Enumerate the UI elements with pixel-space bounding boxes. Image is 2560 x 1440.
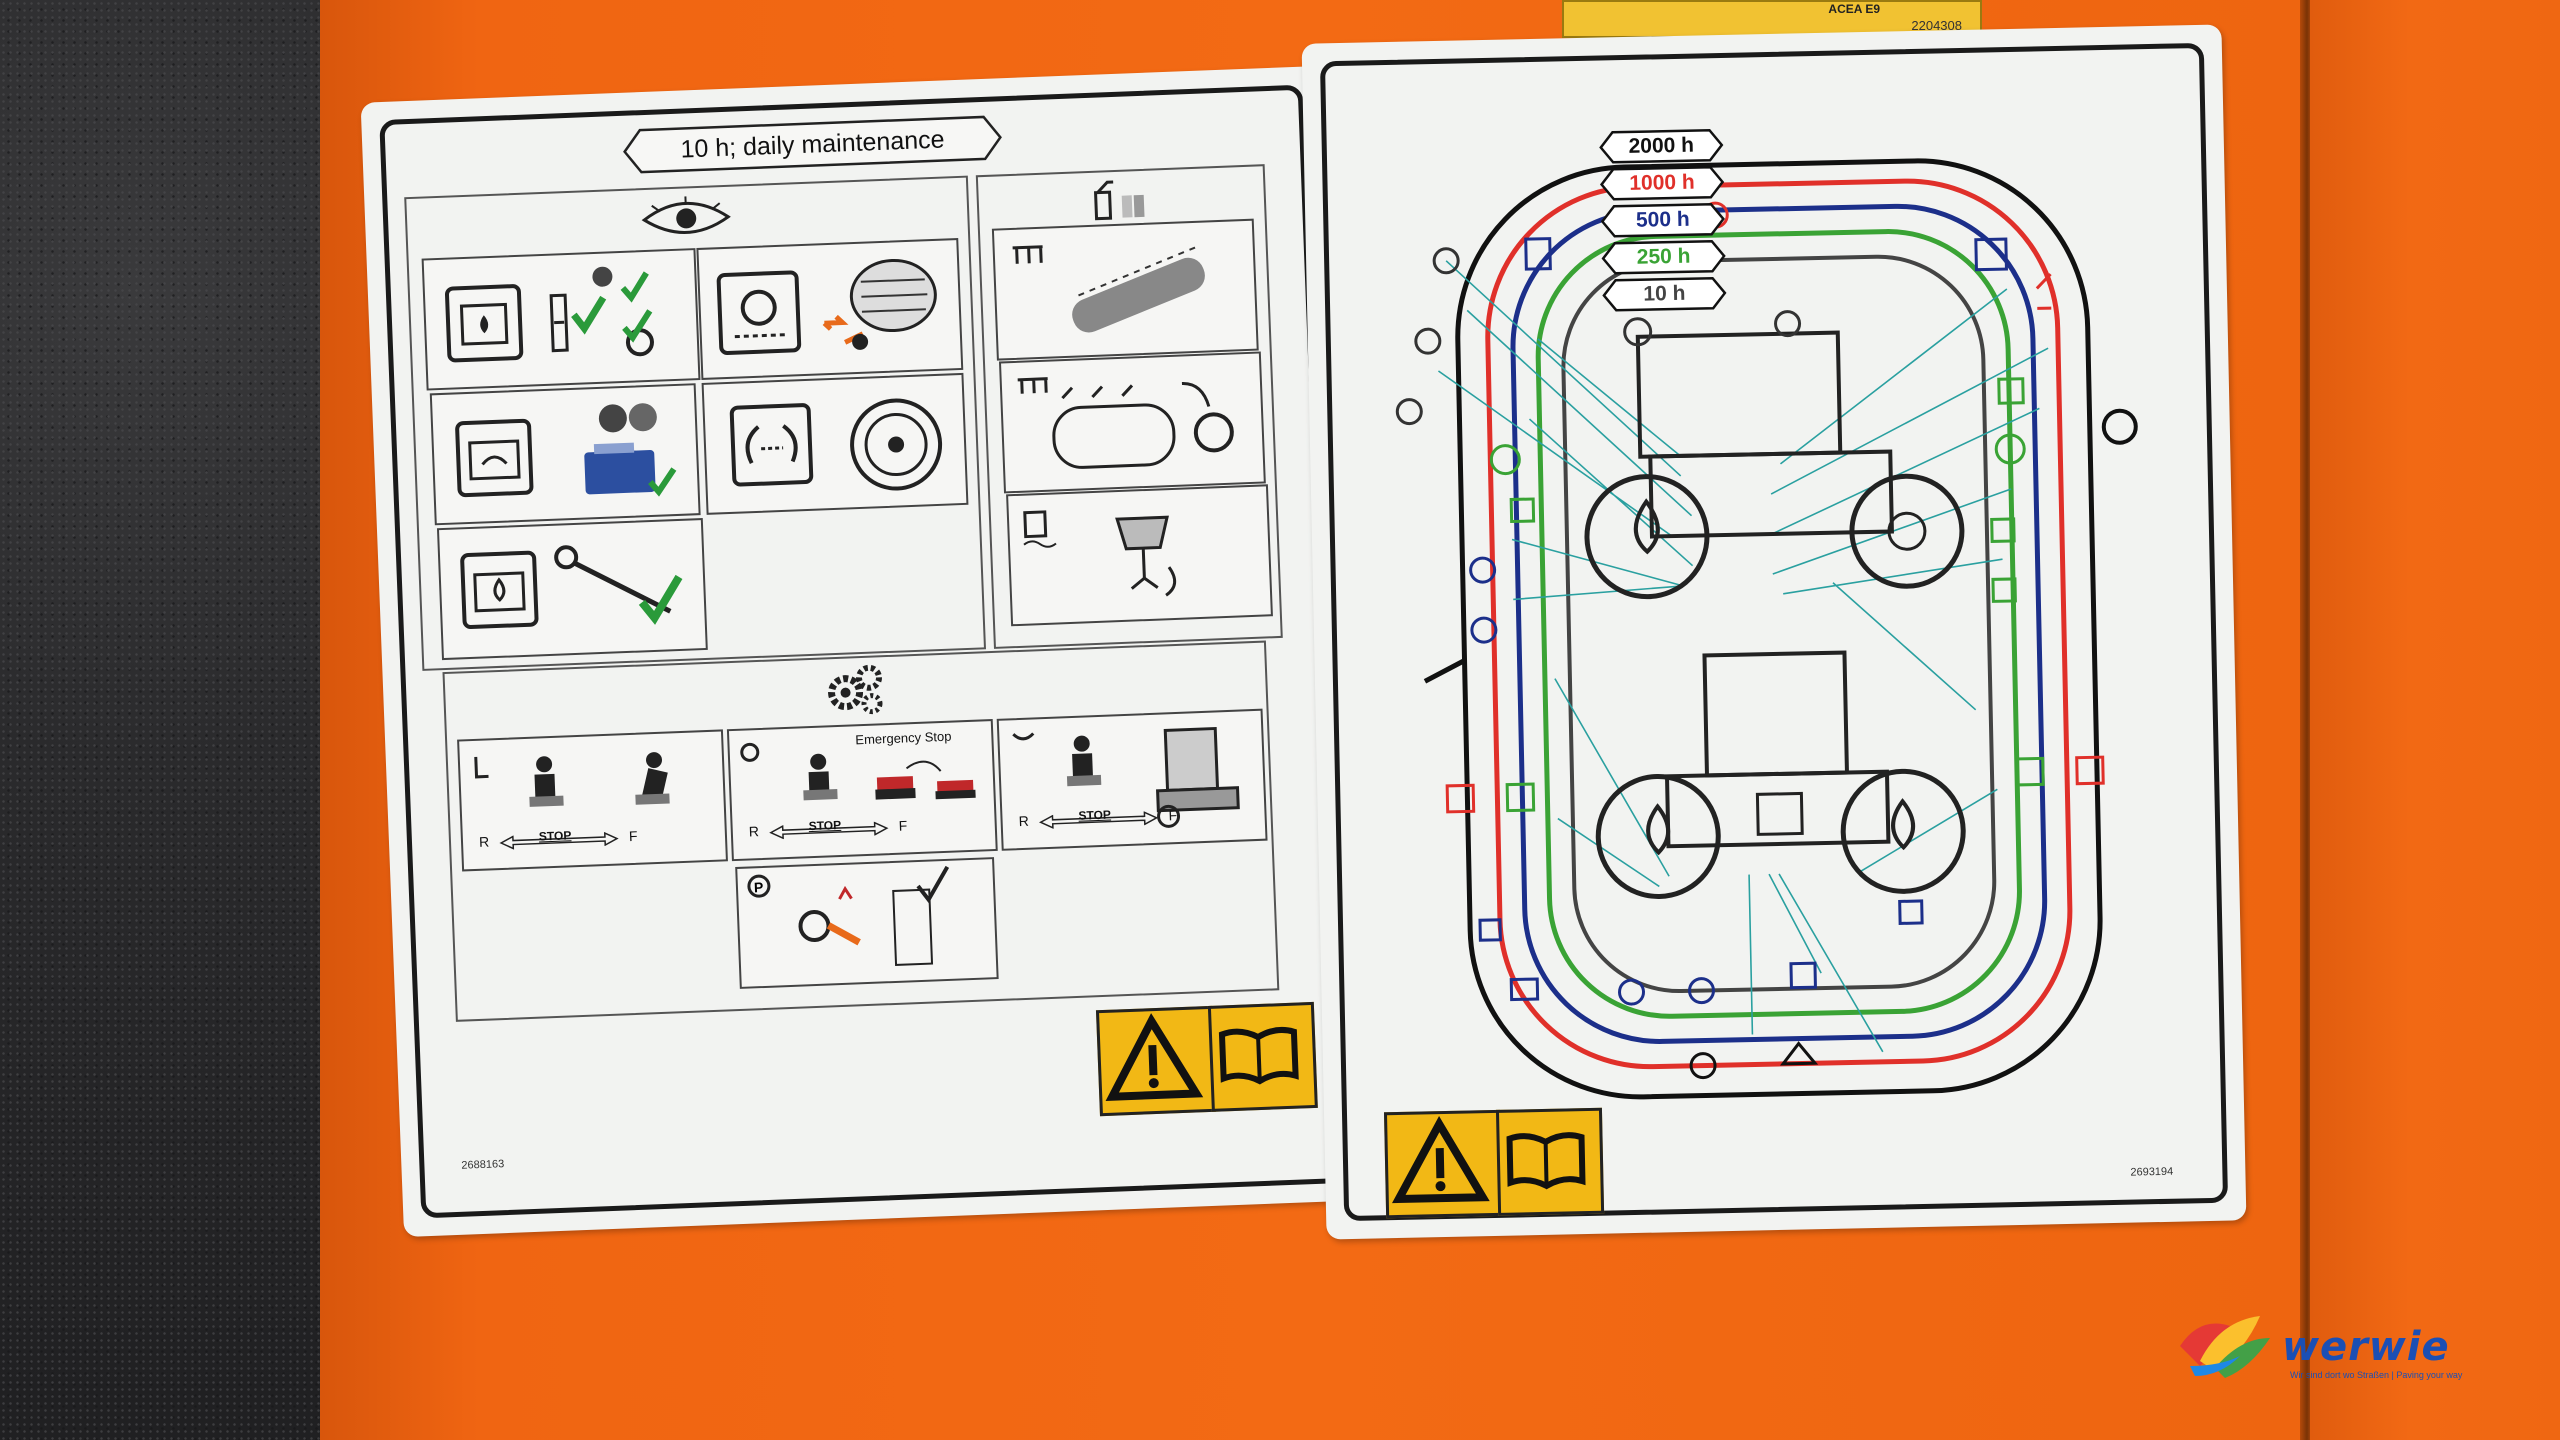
daily-maintenance-sticker: 10 h; daily maintenance bbox=[360, 65, 1364, 1238]
operator-seat-icon bbox=[474, 752, 670, 807]
stop-label-3: STOP bbox=[1078, 807, 1112, 823]
right-part-number: 2693194 bbox=[2130, 1165, 2174, 1179]
sight-glass-check-icon bbox=[549, 266, 654, 357]
warning-triangle-label bbox=[1095, 1005, 1216, 1117]
left-part-number: 2688163 bbox=[461, 1158, 505, 1172]
dipstick-check-icon bbox=[554, 545, 683, 625]
emergency-stop-icon bbox=[740, 742, 976, 801]
service-interval-sticker: 2000 h 1000 h 500 h 250 h 10 h 2693194 bbox=[1301, 24, 2247, 1240]
interval-250h: 250 h bbox=[1601, 239, 1727, 276]
direction-arrows-icon-2 bbox=[769, 821, 889, 840]
parking-brake-icon: P bbox=[747, 865, 950, 966]
manual-book-label bbox=[1207, 1001, 1318, 1112]
water-filter-icon bbox=[1012, 245, 1205, 333]
eye-icon bbox=[641, 196, 731, 234]
maintenance-header: 10 h; daily maintenance bbox=[622, 114, 1003, 175]
warning-triangle-label-right bbox=[1383, 1109, 1503, 1219]
interval-2000h: 2000 h bbox=[1598, 128, 1724, 165]
wheel-icon bbox=[850, 398, 943, 491]
interval-2000h-label: 2000 h bbox=[1628, 133, 1695, 158]
tire-pressure-icon bbox=[729, 403, 814, 487]
hydraulic-check-icon bbox=[584, 403, 677, 497]
fuel-water-separator-icon bbox=[1023, 510, 1177, 597]
air-filter-icon bbox=[822, 259, 937, 350]
roller-top-drawing bbox=[1584, 330, 1965, 600]
interval-500h: 500 h bbox=[1600, 202, 1726, 239]
service-interval-diagram bbox=[1395, 158, 2138, 1100]
direction-r-label-2: R bbox=[748, 823, 760, 840]
interval-10h: 10 h bbox=[1602, 276, 1728, 313]
direction-f-label: F bbox=[628, 827, 638, 845]
warning-triangle-icon-right bbox=[1392, 1116, 1490, 1204]
interval-500h-label: 500 h bbox=[1635, 207, 1690, 232]
hydraulic-tank-icon bbox=[455, 418, 534, 498]
stop-label-2: STOP bbox=[808, 817, 842, 834]
stop-label: STOP bbox=[538, 828, 572, 844]
logo-mark-icon bbox=[2180, 1316, 2270, 1378]
roller-bottom-drawing bbox=[1595, 650, 1966, 899]
manual-book-icon bbox=[1218, 1026, 1299, 1085]
direction-r-label-3: R bbox=[1018, 812, 1030, 830]
interval-1000h-label: 1000 h bbox=[1629, 170, 1695, 195]
machine-body-panel-right bbox=[2310, 0, 2560, 1440]
coolant-tank-icon bbox=[444, 284, 524, 363]
logo-brand: werwie bbox=[2282, 1324, 2450, 1370]
manual-book-label-right bbox=[1495, 1107, 1605, 1216]
direction-f-label-3: F bbox=[1168, 807, 1178, 824]
werwie-logo: werwie Wir sind dort wo Straßen | Paving… bbox=[2170, 1306, 2510, 1386]
direction-f-label-2: F bbox=[898, 817, 908, 834]
water-tank-icon bbox=[1017, 377, 1234, 469]
oil-spec-text: ACEA E9 bbox=[1828, 2, 1880, 16]
interval-10h-label: 10 h bbox=[1643, 281, 1686, 306]
cleaning-spray-icon bbox=[1094, 180, 1145, 221]
interval-1000h: 1000 h bbox=[1599, 165, 1725, 202]
direction-arrows-icon-3 bbox=[1039, 811, 1159, 829]
warning-triangle-icon bbox=[1105, 1013, 1204, 1101]
direction-r-label: R bbox=[478, 833, 490, 850]
logo-tagline: Wir sind dort wo Straßen | Paving your w… bbox=[2290, 1370, 2463, 1380]
seat-adjust-icon bbox=[1012, 726, 1240, 828]
svg-text:P: P bbox=[754, 879, 764, 895]
gears-icon bbox=[828, 664, 883, 715]
filter-indicator-icon bbox=[716, 270, 802, 355]
interval-250h-label: 250 h bbox=[1636, 244, 1691, 269]
direction-arrows-icon bbox=[499, 831, 619, 850]
engine-oil-icon bbox=[460, 550, 539, 630]
manual-book-icon-right bbox=[1506, 1132, 1586, 1190]
